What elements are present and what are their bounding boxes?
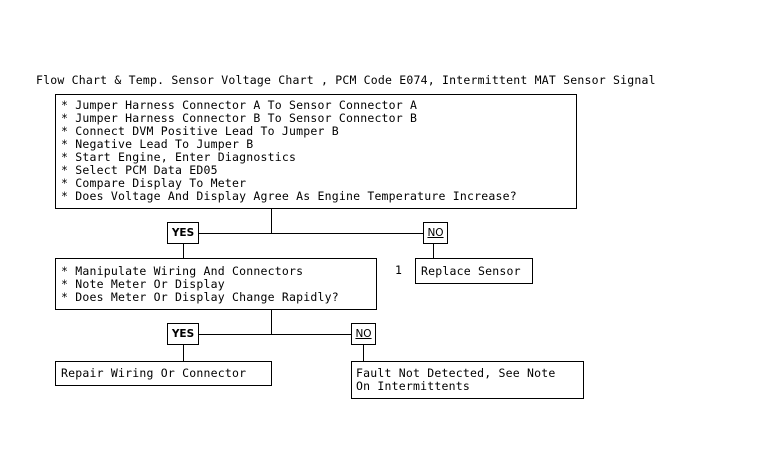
step2-line: * Manipulate Wiring And Connectors — [61, 264, 304, 278]
connector-line — [183, 334, 184, 361]
no-label: NO — [351, 323, 376, 345]
step1-line: * Select PCM Data ED05 — [61, 163, 218, 177]
connector-line — [183, 233, 184, 258]
step1-line: * Compare Display To Meter — [61, 176, 247, 190]
connector-line — [271, 310, 272, 334]
step1-line: * Negative Lead To Jumper B — [61, 137, 254, 151]
page-title: Flow Chart & Temp. Sensor Voltage Chart … — [36, 73, 656, 87]
repair-text: Repair Wiring Or Connector — [61, 366, 247, 380]
connector-line — [433, 233, 434, 258]
yes-label: YES — [167, 323, 199, 345]
replace-sensor-text: Replace Sensor — [421, 264, 521, 278]
replace-sensor-box: Replace Sensor — [415, 258, 533, 284]
step1-line: * Jumper Harness Connector A To Sensor C… — [61, 98, 418, 112]
step1-line: * Connect DVM Positive Lead To Jumper B — [61, 124, 339, 138]
connector-line — [183, 334, 353, 335]
fault-line: Fault Not Detected, See Note — [356, 366, 556, 380]
step1-line: * Does Voltage And Display Agree As Engi… — [61, 189, 517, 203]
step-number: 1 — [395, 263, 403, 277]
connector-line — [183, 233, 423, 234]
step1-line: * Start Engine, Enter Diagnostics — [61, 150, 297, 164]
fault-box: Fault Not Detected, See Note On Intermit… — [351, 361, 584, 399]
fault-line: On Intermittents — [356, 379, 470, 393]
no-label: NO — [423, 222, 448, 244]
step1-box: * Jumper Harness Connector A To Sensor C… — [55, 94, 577, 209]
connector-line — [271, 209, 272, 233]
step1-line: * Jumper Harness Connector B To Sensor C… — [61, 111, 418, 125]
step2-line: * Note Meter Or Display — [61, 277, 225, 291]
step2-box: * Manipulate Wiring And Connectors * Not… — [55, 258, 377, 310]
repair-box: Repair Wiring Or Connector — [55, 361, 272, 386]
step2-line: * Does Meter Or Display Change Rapidly? — [61, 290, 339, 304]
yes-label: YES — [167, 222, 199, 244]
connector-line — [363, 334, 364, 361]
